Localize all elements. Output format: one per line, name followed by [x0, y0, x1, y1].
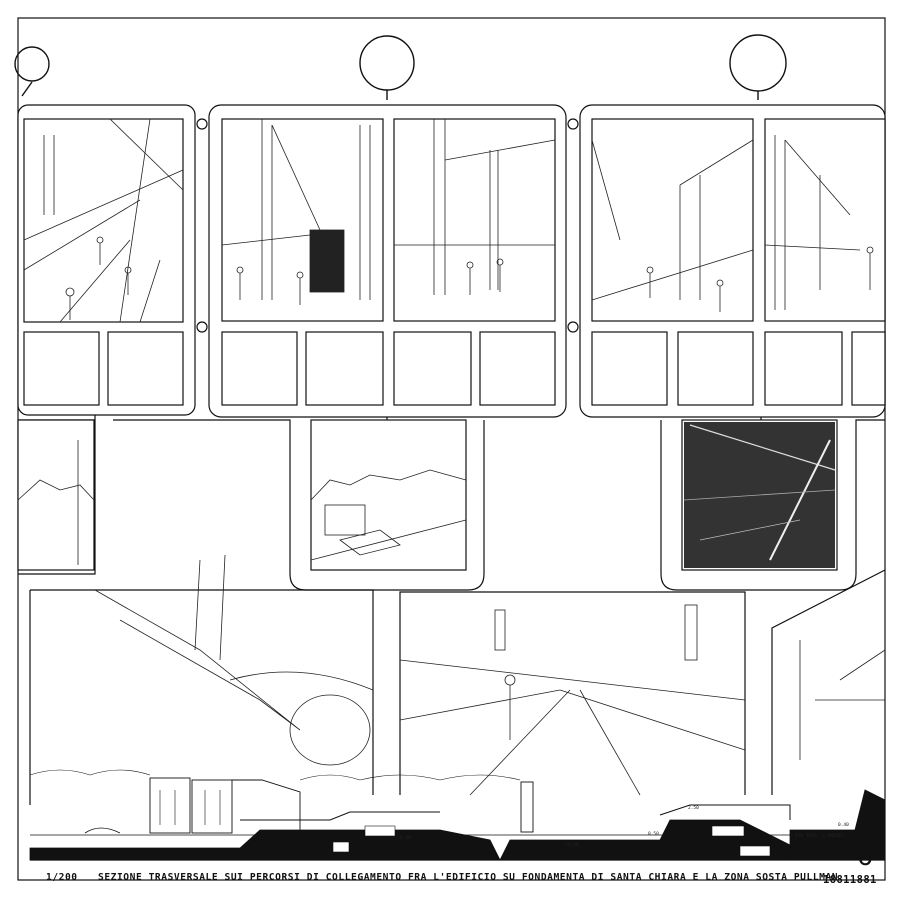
level-label: 2.50: [688, 806, 699, 811]
small-square-9: [764, 331, 843, 406]
balloon-middle: [359, 35, 415, 100]
small-square-2: [107, 331, 184, 406]
vignette-7: [310, 419, 467, 571]
level-label: 0.50: [400, 836, 411, 841]
street-label: RIO TERA' S.ANDREA: [795, 834, 844, 839]
small-square-4: [305, 331, 384, 406]
sheet-code: 18811881: [823, 874, 877, 886]
small-square-8: [677, 331, 754, 406]
small-square-7: [591, 331, 668, 406]
vignette-2: [221, 118, 384, 322]
lower-panel-left: [30, 589, 374, 795]
vignette-3: [393, 118, 556, 322]
small-square-1: [23, 331, 100, 406]
vignette-4: [591, 118, 754, 322]
frame-middle-row-right: [660, 419, 885, 591]
lower-panel-center: [399, 591, 746, 795]
scale-label: 1/200: [46, 872, 78, 883]
level-label: 0.40: [838, 823, 849, 828]
level-label: +1.50: [565, 843, 579, 848]
sheet-title: SEZIONE TRASVERSALE SUI PERCORSI DI COLL…: [98, 872, 839, 883]
vignette-5: [764, 118, 886, 322]
cross-section: [29, 769, 886, 861]
vignette-1: [23, 118, 184, 323]
small-square-3: [221, 331, 298, 406]
lower-panel-right: [771, 569, 886, 795]
vignette-6: [17, 419, 95, 571]
small-square-5: [393, 331, 472, 406]
small-square-10: [851, 331, 886, 406]
balloon-right: [729, 34, 787, 100]
small-square-6: [479, 331, 556, 406]
level-label: 0.50: [648, 832, 659, 837]
balloon-left: [14, 46, 50, 97]
sheet-number: 6: [857, 842, 873, 871]
